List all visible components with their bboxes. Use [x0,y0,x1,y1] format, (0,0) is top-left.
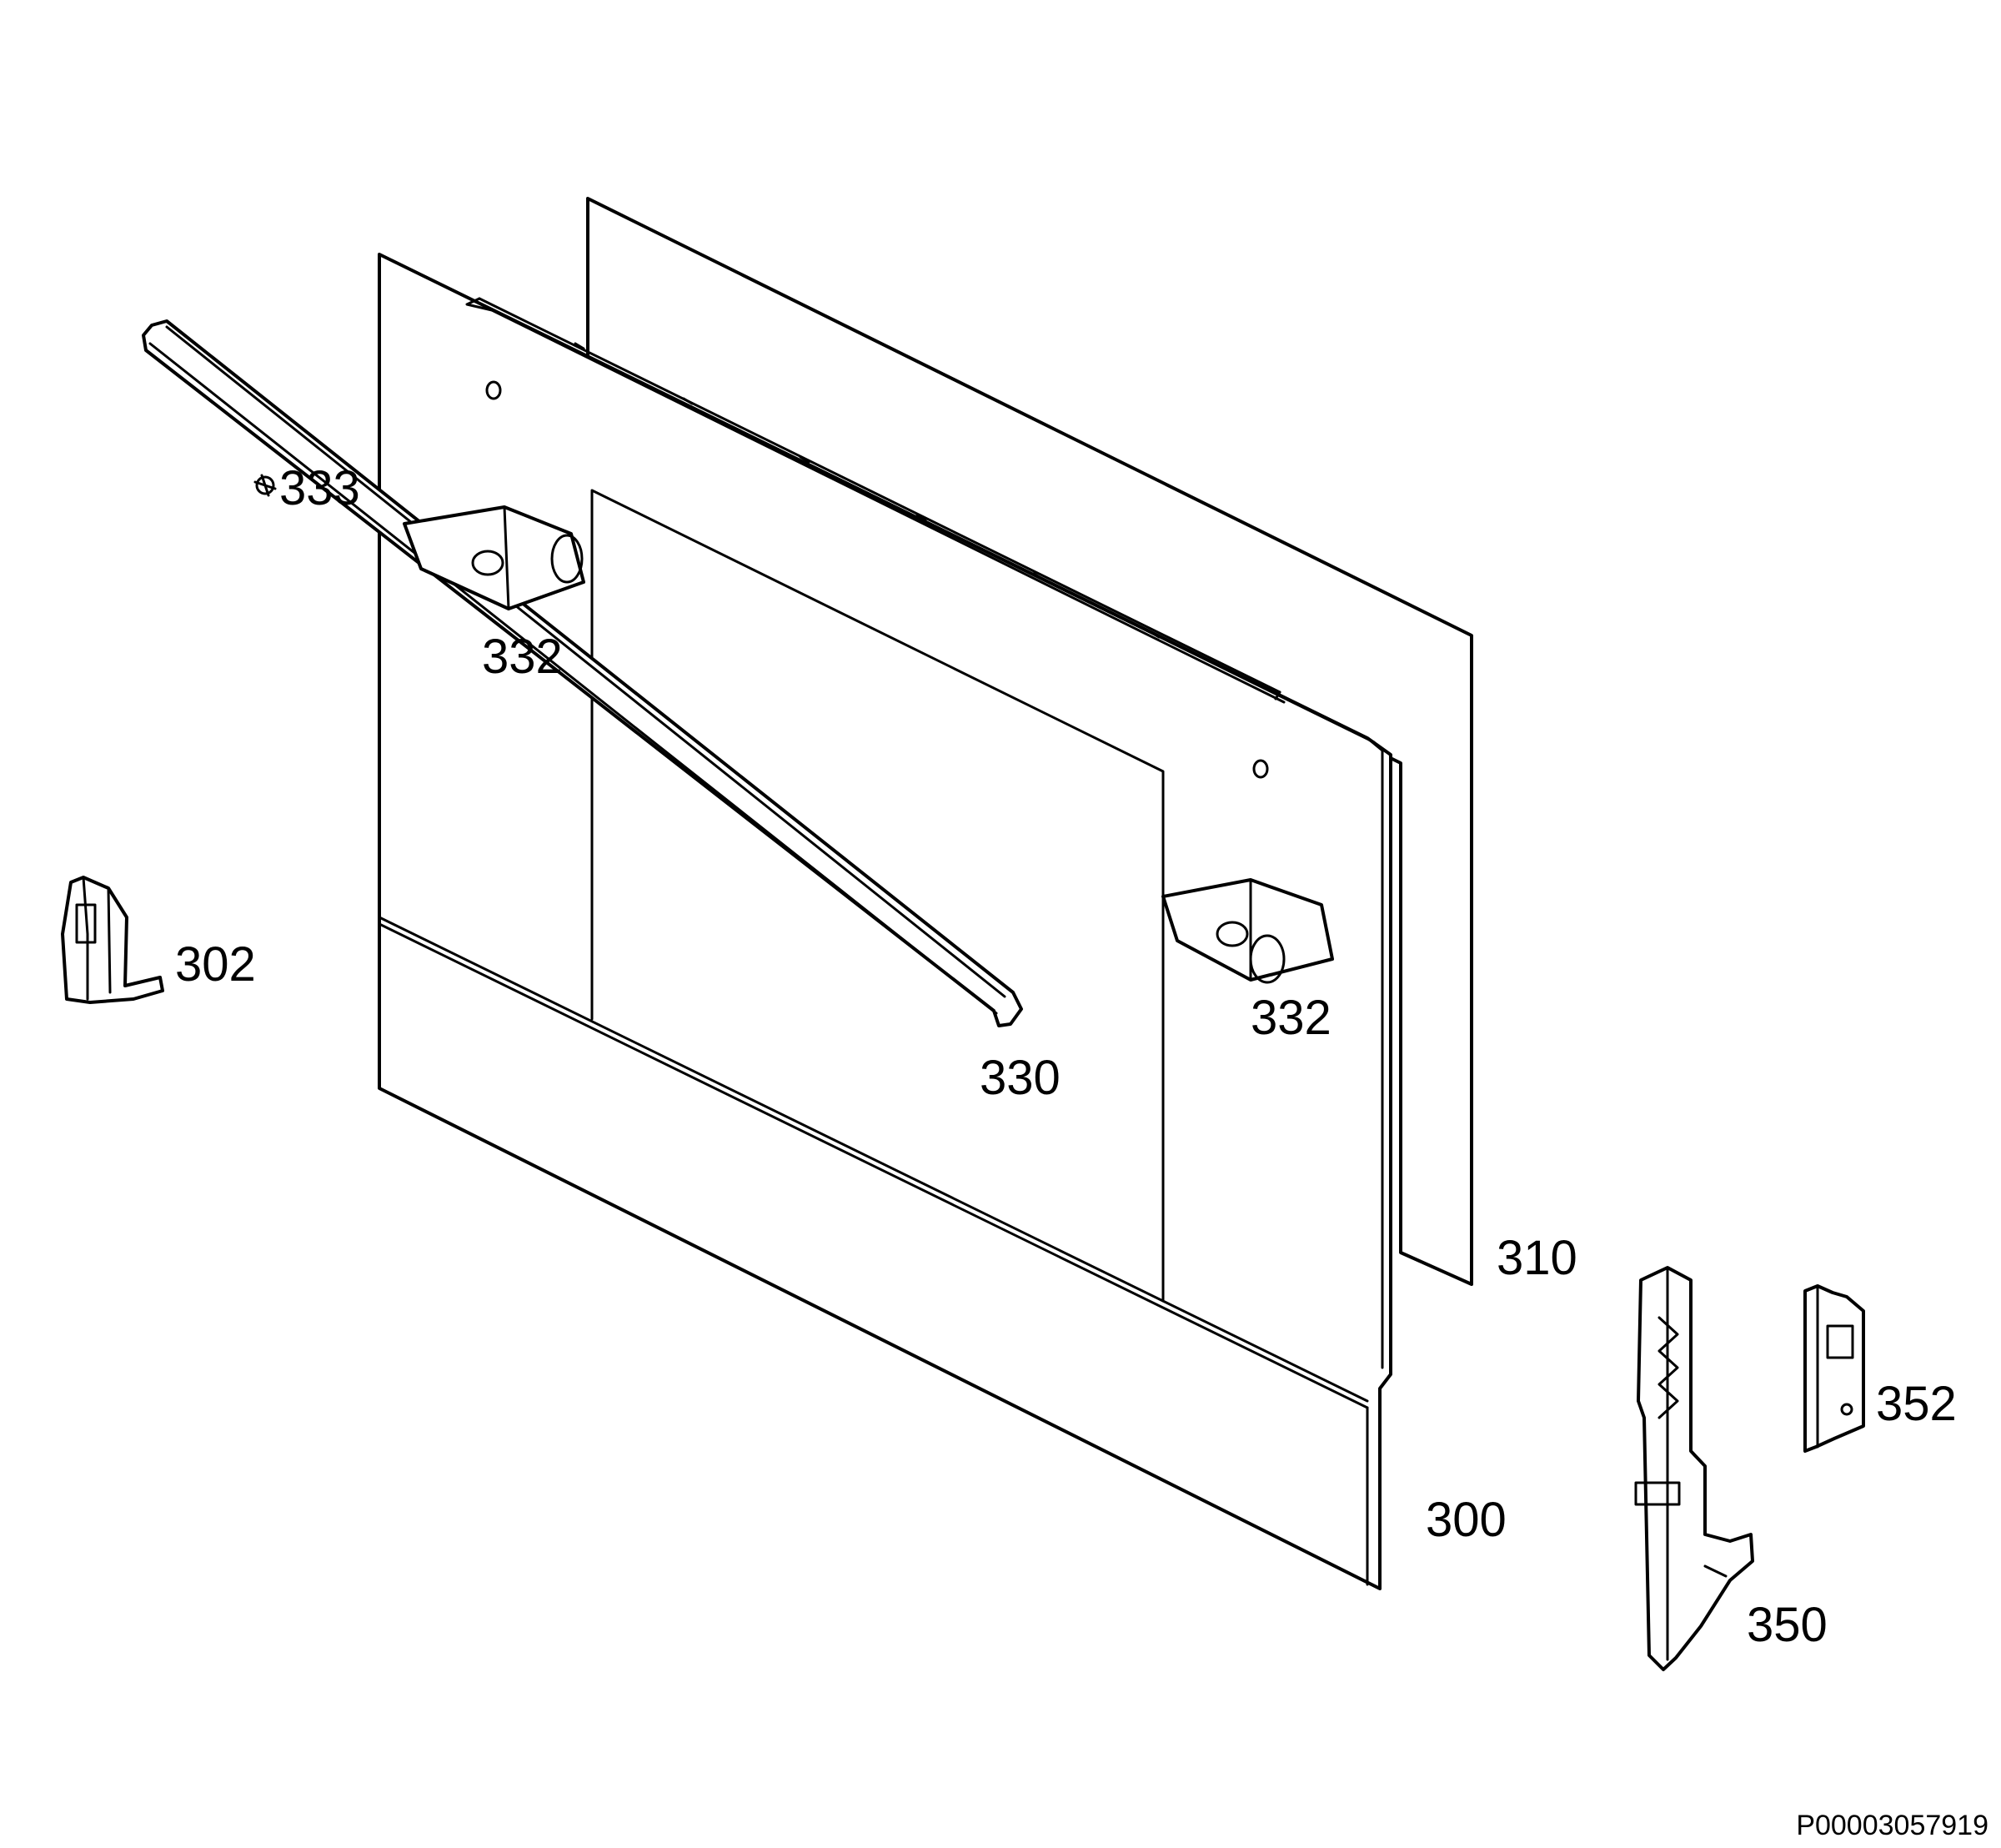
door-handle-bar [142,319,1023,1027]
callout-310: 310 [1497,1231,1577,1285]
hinge-bracket [1803,1284,1865,1453]
hinge-assembly [1634,1266,1754,1671]
hinge-receiver [61,876,164,1004]
screw [253,474,277,497]
callout-350: 350 [1747,1598,1828,1652]
handle-bracket-lower [1161,878,1334,984]
callout-330: 330 [980,1051,1061,1105]
callout-332-lower: 332 [1251,991,1331,1045]
callout-332-upper: 332 [482,630,563,684]
callout-352: 352 [1876,1377,1957,1431]
handle-bracket-upper [403,505,585,610]
callout-333: 333 [279,461,360,515]
document-number: P00003057919 [1796,1810,1988,1841]
callout-302: 302 [175,937,256,992]
callout-300: 300 [1426,1493,1507,1547]
